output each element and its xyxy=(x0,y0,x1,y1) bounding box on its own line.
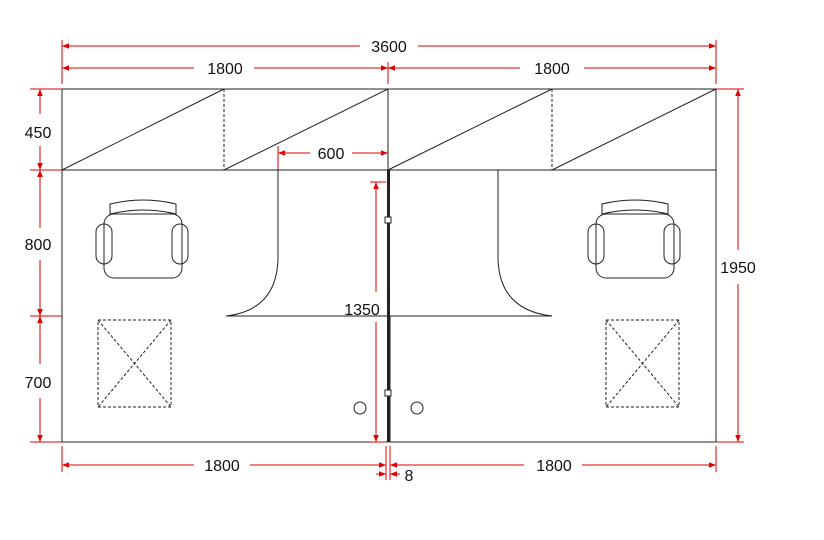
label-top-right-width: 1800 xyxy=(534,61,570,78)
label-bottom-left-width: 1800 xyxy=(204,458,240,475)
dim-bottom-widths: 1800 1800 8 xyxy=(61,446,717,485)
label-overall-width: 3600 xyxy=(371,39,407,56)
chair-right xyxy=(587,199,681,279)
label-partition-length: 1350 xyxy=(344,302,380,319)
left-l-desk xyxy=(61,170,389,443)
center-partition xyxy=(384,170,392,442)
label-bottom-right-width: 1800 xyxy=(536,458,572,475)
label-overall-depth: 1950 xyxy=(720,260,756,277)
label-aisle-depth: 800 xyxy=(25,237,52,254)
label-desk-depth: 700 xyxy=(25,375,52,392)
dim-overall-depth: 1950 xyxy=(716,88,756,443)
dim-top-widths: 1800 1800 xyxy=(62,61,716,84)
overhead-cabinets xyxy=(61,88,717,171)
label-partition-thickness: 8 xyxy=(405,468,414,485)
dim-overall-width: 3600 xyxy=(61,39,717,84)
label-return-width: 600 xyxy=(318,146,345,163)
dim-left-depths: 450 800 700 xyxy=(25,88,62,443)
dim-partition-length: 1350 xyxy=(344,181,386,443)
label-top-left-width: 1800 xyxy=(207,61,243,78)
label-cabinet-depth: 450 xyxy=(25,125,52,142)
chair-left xyxy=(95,199,189,279)
dim-return-width: 600 xyxy=(277,146,388,170)
right-l-desk xyxy=(389,170,717,443)
